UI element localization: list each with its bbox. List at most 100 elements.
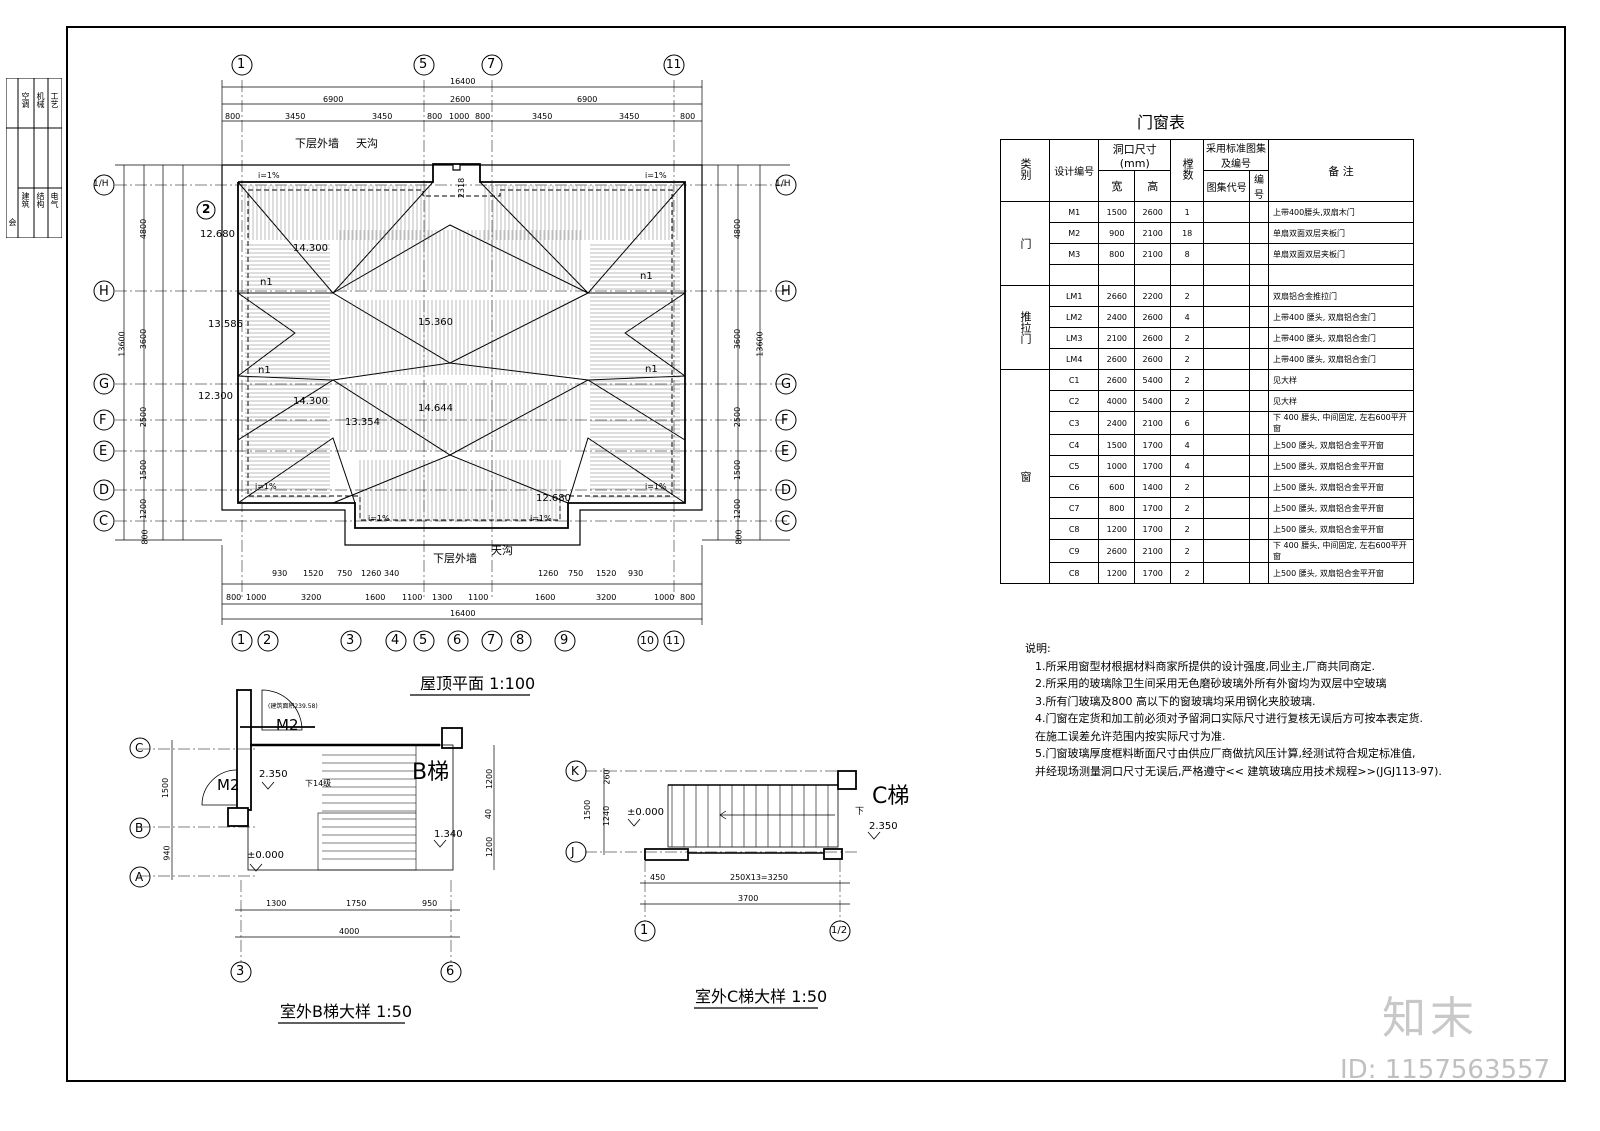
dim-top2-3: 800 (427, 112, 443, 121)
schedule-cell-code: C4 (1048, 434, 1100, 456)
dim-top2-5: 800 (475, 112, 491, 121)
schedule-cell-note: 双扇铝合金推拉门 (1267, 285, 1415, 307)
stair-c-dim-total: 3700 (738, 894, 759, 903)
tb-row-aircon: 空调 (21, 92, 30, 108)
th-width: 宽 (1098, 170, 1136, 202)
label-gutter-top: 天沟 (356, 137, 378, 150)
schedule-cell-h: 1400 (1134, 476, 1172, 498)
tb-row-elec: 电气 (50, 192, 59, 208)
tb-countersign: 会 (8, 218, 17, 226)
schedule-cell-w: 2400 (1098, 411, 1136, 435)
dim-b2-2: 3200 (301, 593, 322, 602)
axis-right-G: G (781, 377, 792, 392)
schedule-cell-note: 单扇双面双层夹板门 (1267, 243, 1415, 265)
stair-c-elev-2: 2.350 (869, 821, 898, 832)
n1-2: n1 (258, 365, 271, 376)
stair-c-down-note: 下 (855, 807, 865, 817)
tb-row-struct: 结构 (36, 192, 45, 208)
dim-b1-0: 930 (272, 569, 288, 578)
schedule-cell-w (1098, 264, 1136, 286)
schedule-cell-empty (1249, 411, 1269, 435)
schedule-cell-h: 1700 (1134, 497, 1172, 519)
dim-right-total: 13600 (755, 331, 765, 357)
schedule-cell-n: 1 (1170, 201, 1205, 223)
note-5b: 并经现场测量洞口尺寸无误后,严格遵守<< 建筑玻璃应用技术规程>>(JGJ113… (1035, 764, 1442, 778)
schedule-cell-code: C5 (1048, 455, 1100, 477)
schedule-cell-note: 上带400 腰头, 双扇铝合金门 (1267, 327, 1415, 349)
schedule-cell-n: 2 (1170, 476, 1205, 498)
axis-right-F: F (781, 413, 789, 428)
schedule-cell-w: 2660 (1098, 285, 1136, 307)
schedule-category: 门 (1000, 201, 1050, 286)
level-markers (249, 781, 881, 872)
schedule-cell-empty (1249, 518, 1269, 540)
schedule-cell-w: 2600 (1098, 348, 1136, 370)
schedule-cell-h: 5400 (1134, 369, 1172, 391)
tb-row-process: 工艺 (50, 92, 59, 108)
axis-bubbles (93, 54, 797, 652)
schedule-cell-empty (1203, 243, 1251, 265)
th-opening: 洞口尺寸(mm) (1098, 139, 1172, 171)
schedule-cell-n: 8 (1170, 243, 1205, 265)
schedule-cell-n: 2 (1170, 539, 1205, 563)
dims-left (115, 164, 222, 541)
dim-top-total: 16400 (450, 77, 476, 86)
axis-right-E: E (781, 444, 790, 459)
dim-2318: 2318 (457, 177, 467, 199)
schedule-cell-note: 上500 腰头, 双扇铝合金平开窗 (1267, 434, 1415, 456)
stair-b-elev-3: ±0.000 (247, 850, 285, 861)
axis-left-D: D (99, 483, 110, 498)
schedule-cell-empty (1203, 201, 1251, 223)
dim-b2-4: 1100 (402, 593, 423, 602)
schedule-cell-h: 2100 (1134, 222, 1172, 244)
schedule-cell-empty (1203, 476, 1251, 498)
axis-top-5: 5 (419, 57, 428, 72)
dim-left-1-4: 1200 (139, 498, 149, 520)
schedule-cell-empty (1203, 434, 1251, 456)
schedule-category: 窗 (1000, 369, 1050, 584)
dim-bottom-total: 16400 (450, 609, 476, 618)
schedule-cell-h: 2600 (1134, 306, 1172, 328)
schedule-cell-empty (1249, 243, 1269, 265)
dim-b1-2: 750 (337, 569, 353, 578)
dim-b1-4: 340 (384, 569, 400, 578)
stair-b-door-m2-b: M2 (217, 776, 240, 794)
schedule-cell-empty (1249, 562, 1269, 584)
elev-8: 14.644 (418, 403, 453, 414)
axis-bottom-2: 2 (263, 633, 272, 648)
schedule-cell-empty (1249, 306, 1269, 328)
schedule-cell-empty (1249, 201, 1269, 223)
th-count: 樘数 (1170, 139, 1205, 202)
schedule-cell-n: 4 (1170, 455, 1205, 477)
stair-c-dim-2: 250X13=3250 (730, 873, 788, 882)
schedule-cell-h: 2200 (1134, 285, 1172, 307)
dim-top2-2: 3450 (372, 112, 393, 121)
dim-right-1-4: 1200 (733, 498, 743, 520)
th-std-atlas: 图集代号 (1203, 170, 1251, 202)
stair-b-dim-total: 4000 (339, 927, 360, 936)
th-category: 类别 (1000, 139, 1050, 202)
stair-b-dim-2: 1750 (346, 899, 367, 908)
schedule-cell-n: 18 (1170, 222, 1205, 244)
stair-b-dim-left-1: 1500 (161, 777, 171, 799)
schedule-cell-note (1267, 264, 1415, 286)
dim-b1-8: 930 (628, 569, 644, 578)
schedule-cell-empty (1203, 411, 1251, 435)
schedule-cell-n: 2 (1170, 562, 1205, 584)
schedule-cell-w: 800 (1098, 243, 1136, 265)
schedule-cell-w: 1200 (1098, 562, 1136, 584)
axis-top-7: 7 (487, 57, 496, 72)
schedule-cell-n: 4 (1170, 434, 1205, 456)
schedule-cell-h: 2600 (1134, 348, 1172, 370)
axis-top-11: 11 (666, 57, 682, 71)
dims-right (702, 164, 790, 541)
th-category-label: 类别 (1019, 158, 1032, 180)
dim-b2-6: 1100 (468, 593, 489, 602)
